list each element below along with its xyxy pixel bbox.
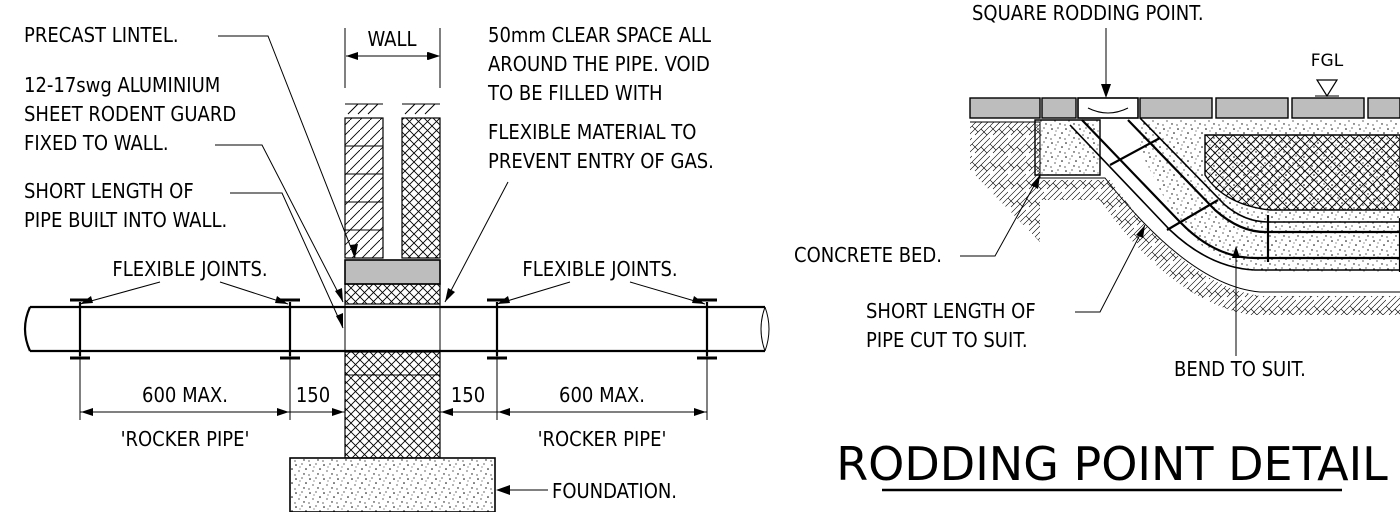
left-leaf-brickwork: [344, 103, 384, 259]
short-length-line1: SHORT LENGTH OF: [24, 179, 194, 203]
clear-space-line5: PREVENT ENTRY OF GAS.: [488, 149, 714, 173]
fgl-label: FGL: [1311, 51, 1344, 71]
rodent-guard-line1: 12-17swg ALUMINIUM: [24, 73, 220, 97]
square-rodding-point-label: SQUARE RODDING POINT.: [972, 1, 1204, 25]
right-leaf-blockwork: [401, 103, 441, 259]
dimensions-row: [79, 356, 708, 420]
concrete-bed-label: CONCRETE BED.: [794, 243, 942, 267]
foundation: [289, 457, 496, 512]
short-length-cut-line1: SHORT LENGTH OF: [866, 299, 1036, 323]
precast-lintel-label: PRECAST LINTEL.: [24, 23, 179, 47]
drain-pipe: [23, 298, 770, 360]
dim-150-left: 150: [296, 383, 330, 407]
short-length-line2: PIPE BUILT INTO WALL.: [24, 208, 227, 232]
wall-below-pipe: [344, 351, 441, 459]
rodent-guard-line3: FIXED TO WALL.: [24, 131, 169, 155]
drawing-title: RODDING POINT DETAIL: [836, 437, 1388, 491]
fgl-marker: [1315, 79, 1339, 98]
wall-detail: WALL: [23, 23, 770, 512]
earth-left: [970, 122, 1040, 242]
flexible-joints-right: FLEXIBLE JOINTS.: [522, 257, 677, 281]
foundation-label: FOUNDATION.: [552, 479, 677, 503]
concrete-bed-block: [1034, 119, 1101, 176]
wall-above-pipe: [344, 283, 441, 305]
rocker-pipe-left: 'ROCKER PIPE': [121, 427, 250, 451]
rodding-point-cover: [1077, 97, 1139, 119]
precast-lintel: [344, 259, 441, 285]
rodent-guard-line2: SHEET RODENT GUARD: [24, 102, 236, 126]
earth-under-bed: [1040, 180, 1400, 315]
clear-space-line3: TO BE FILLED WITH: [487, 81, 663, 105]
clear-space-line2: AROUND THE PIPE. VOID: [488, 52, 710, 76]
backfill: [1204, 134, 1400, 211]
clear-space-line4: FLEXIBLE MATERIAL TO: [488, 120, 696, 144]
clear-space-line1: 50mm CLEAR SPACE ALL: [488, 23, 711, 47]
dim-150-right: 150: [451, 383, 485, 407]
dim-600-left: 600 MAX.: [142, 383, 228, 407]
paving-slabs: [969, 97, 1400, 119]
rodding-pipe: [1069, 117, 1400, 272]
bend-label: BEND TO SUIT.: [1174, 357, 1306, 381]
flexible-joints-left: FLEXIBLE JOINTS.: [112, 257, 267, 281]
wall-label: WALL: [367, 27, 416, 51]
rodding-detail: FGL SQUARE RODDING POINT. CONCRETE BED. …: [794, 1, 1400, 492]
rocker-pipe-right: 'ROCKER PIPE': [538, 427, 667, 451]
short-length-cut-line2: PIPE CUT TO SUIT.: [866, 328, 1028, 352]
dim-600-right: 600 MAX.: [559, 383, 645, 407]
